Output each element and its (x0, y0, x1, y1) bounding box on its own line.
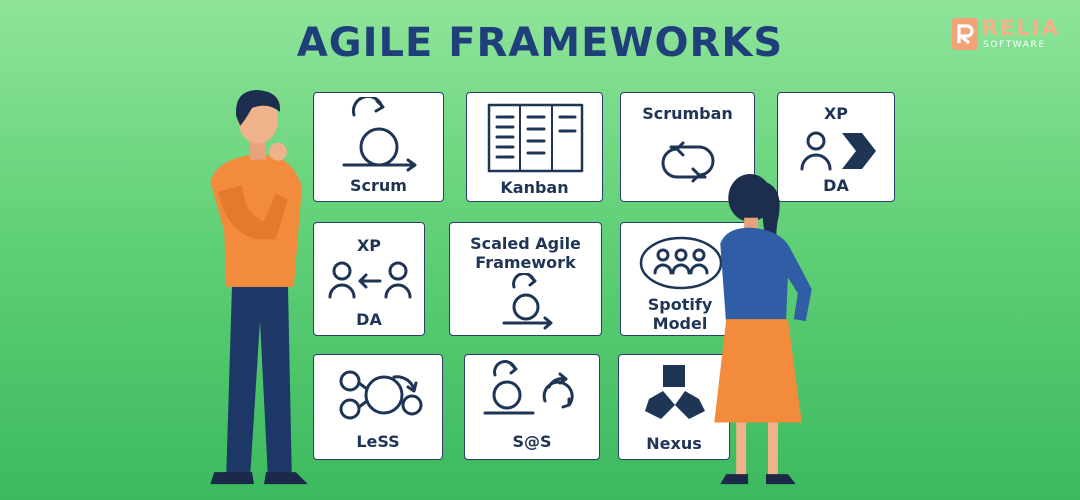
card-label-xp: XP (823, 104, 849, 123)
card-label: Scrumban (642, 104, 733, 123)
card-sas: S@S (464, 354, 600, 460)
card-label-xp: XP (356, 236, 382, 255)
card-xp-da-top: XP DA (777, 92, 895, 202)
card-label-line1: Spotify (647, 295, 713, 314)
woman-illustration (714, 173, 812, 485)
logo-name: RELIA (982, 16, 1060, 40)
card-label-line2: Framework (475, 253, 576, 272)
scaled-cycle-icon (502, 273, 553, 330)
scrum-of-scrums-icon (483, 360, 574, 415)
card-label-da: DA (356, 310, 382, 329)
pair-people-icon (328, 261, 412, 299)
relia-logo-icon (952, 18, 978, 50)
card-label-line1: Scaled Agile (470, 234, 581, 253)
card-nexus: Nexus (618, 354, 730, 460)
card-label: LeSS (356, 432, 400, 451)
nexus-icon (645, 365, 705, 419)
brand-logo: RELIA SOFTWARE (952, 16, 1064, 54)
card-label: S@S (512, 432, 552, 451)
kanban-board-icon (487, 103, 584, 173)
card-label: Nexus (646, 434, 702, 453)
page-title: AGILE FRAMEWORKS (296, 20, 784, 66)
less-network-icon (339, 370, 423, 420)
card-label-da: DA (823, 176, 849, 195)
card-safe: Scaled Agile Framework (449, 222, 602, 336)
logo-subtitle: SOFTWARE (983, 40, 1046, 50)
squad-people-icon (639, 236, 723, 290)
cycle-arrows-icon (661, 141, 715, 183)
card-scrum: Scrum (313, 92, 444, 202)
thinking-man-illustration (210, 89, 308, 485)
card-less: LeSS (313, 354, 443, 460)
card-label-line2: Model (652, 314, 708, 333)
scrum-cycle-icon (342, 97, 417, 172)
card-kanban: Kanban (466, 92, 603, 202)
card-label: Kanban (500, 178, 569, 197)
card-label: Scrum (350, 176, 407, 195)
person-chevron-icon (800, 131, 876, 171)
card-scrumban: Scrumban (620, 92, 755, 202)
card-xp-da-left: XP DA (313, 222, 425, 336)
